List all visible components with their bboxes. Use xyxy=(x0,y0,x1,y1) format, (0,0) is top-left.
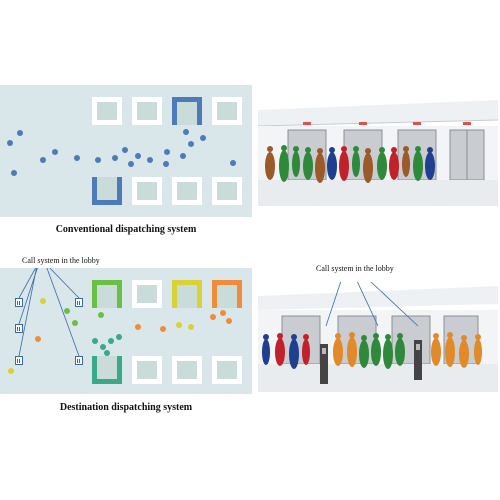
elevator-car xyxy=(172,356,202,384)
passenger-dot xyxy=(40,298,46,304)
passenger-dot xyxy=(100,344,106,350)
elevator-car-active xyxy=(172,97,202,125)
elevator-car-active xyxy=(92,177,122,205)
passenger-dot xyxy=(163,161,169,167)
call-system-pointer-lines xyxy=(18,268,80,357)
passenger-dot xyxy=(11,170,17,176)
passenger-dot xyxy=(95,157,101,163)
passenger-dot xyxy=(220,310,226,316)
call-panel-icon xyxy=(75,298,83,307)
conventional-plan xyxy=(0,85,252,217)
passenger-dot xyxy=(104,350,110,356)
passenger-dot xyxy=(188,141,194,147)
elevator-car-green xyxy=(92,280,122,308)
elevator-car xyxy=(172,177,202,205)
passenger-dot xyxy=(128,161,134,167)
call-panel-icon xyxy=(15,324,23,333)
lobby-scene xyxy=(258,282,498,392)
call-panel-icon xyxy=(15,298,23,307)
call-system-label-right: Call system in the lobby xyxy=(316,264,394,273)
passenger-dot xyxy=(210,314,216,320)
destination-lobby-illustration xyxy=(258,282,498,392)
call-panel-icon xyxy=(15,356,23,365)
call-panel-icon xyxy=(75,356,83,365)
elevator-car xyxy=(132,177,162,205)
passenger-dot xyxy=(135,153,141,159)
call-system-label-left: Call system in the lobby xyxy=(22,256,100,265)
passenger-dot xyxy=(147,157,153,163)
passenger-dot xyxy=(183,129,189,135)
passenger-dot xyxy=(52,149,58,155)
passenger-dot xyxy=(226,318,232,324)
elevator-car-orange xyxy=(212,280,242,308)
lobby-scene xyxy=(258,100,498,206)
passenger-dot xyxy=(160,326,166,332)
passenger-dot xyxy=(176,322,182,328)
passenger-dot xyxy=(98,312,104,318)
passenger-dot xyxy=(35,336,41,342)
passenger-dot xyxy=(7,140,13,146)
passenger-dot xyxy=(180,153,186,159)
passenger-dot xyxy=(92,338,98,344)
passenger-dot xyxy=(122,147,128,153)
passenger-dot xyxy=(8,368,14,374)
elevator-car xyxy=(132,356,162,384)
elevator-car xyxy=(92,97,122,125)
passenger-dot xyxy=(135,324,141,330)
passenger-dot xyxy=(17,130,23,136)
passenger-dot xyxy=(74,155,80,161)
caption-destination: Destination dispatching system xyxy=(59,402,193,413)
elevator-car xyxy=(212,177,242,205)
elevator-car xyxy=(132,280,162,308)
passenger-dot xyxy=(188,324,194,330)
passenger-dot xyxy=(200,135,206,141)
passenger-dot xyxy=(112,155,118,161)
conventional-lobby-illustration xyxy=(258,96,498,206)
elevator-car xyxy=(212,356,242,384)
caption-conventional: Conventional dispatching system xyxy=(55,224,197,235)
passenger-dot xyxy=(64,308,70,314)
destination-plan xyxy=(0,268,252,394)
passenger-dot xyxy=(116,334,122,340)
elevator-car-teal xyxy=(92,356,122,384)
elevator-car-yellow xyxy=(172,280,202,308)
passenger-dot xyxy=(230,160,236,166)
elevator-car xyxy=(132,97,162,125)
passenger-dot xyxy=(72,320,78,326)
passenger-dot xyxy=(164,149,170,155)
passenger-dot xyxy=(40,157,46,163)
passenger-dot xyxy=(108,338,114,344)
elevator-car xyxy=(212,97,242,125)
